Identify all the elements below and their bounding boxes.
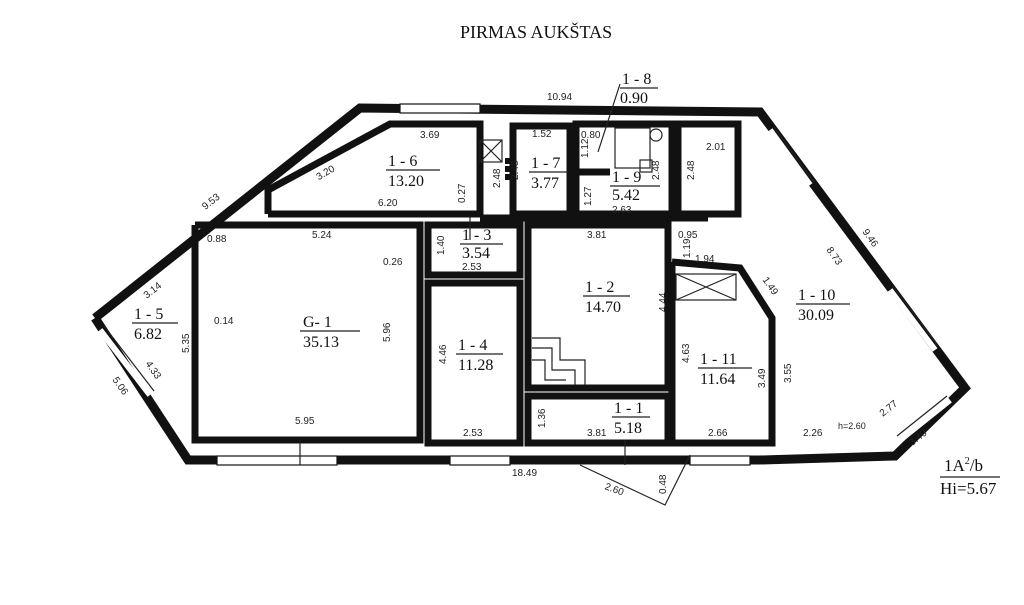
svg-text:5.06: 5.06: [110, 375, 130, 398]
svg-text:14.70: 14.70: [585, 299, 621, 316]
svg-text:2.60: 2.60: [603, 482, 625, 499]
svg-text:1 - 10: 1 - 10: [798, 287, 835, 304]
svg-text:11.28: 11.28: [458, 357, 493, 374]
svg-text:3.54: 3.54: [462, 245, 490, 262]
svg-text:2.48: 2.48: [510, 160, 521, 180]
room-1-2: 1 - 2 14.70: [583, 279, 630, 316]
svg-text:G- 1: G- 1: [303, 314, 332, 331]
windows: [97, 103, 952, 466]
room-1-9: 1 - 9 5.42: [610, 169, 660, 204]
svg-text:2.77: 2.77: [878, 398, 900, 419]
room-1-10: 1 - 10 30.09: [796, 287, 850, 324]
room-1-6: 1 - 6 13.20: [386, 153, 440, 190]
svg-text:1.52: 1.52: [532, 129, 552, 140]
room-1-7: 1 - 7 3.77: [529, 155, 568, 192]
svg-text:3.55: 3.55: [783, 363, 794, 383]
class-sup: 2: [965, 456, 970, 467]
plan-title: PIRMAS AUKŠTAS: [460, 21, 612, 42]
svg-text:13.20: 13.20: [388, 173, 424, 190]
svg-text:0.26: 0.26: [383, 257, 403, 268]
svg-text:10.94: 10.94: [547, 92, 572, 103]
svg-text:1 - 7: 1 - 7: [531, 155, 560, 172]
svg-text:0.27: 0.27: [457, 183, 468, 203]
svg-text:1.49: 1.49: [760, 275, 780, 298]
svg-text:5.42: 5.42: [612, 187, 640, 204]
fixtures: [299, 83, 737, 506]
room-1-1: 1 - 1 5.18: [612, 400, 650, 437]
svg-text:6.82: 6.82: [134, 326, 162, 343]
svg-text:2.63: 2.63: [612, 205, 632, 216]
svg-text:5.95: 5.95: [295, 416, 315, 427]
hi-value: Hi=5.67: [940, 479, 997, 498]
svg-text:1 - 11: 1 - 11: [700, 351, 737, 368]
room-1-4: 1 - 4 11.28: [456, 337, 503, 374]
room-1-11: 1 - 11 11.64: [698, 351, 752, 388]
svg-text:2.48: 2.48: [686, 160, 697, 180]
svg-text:2.26: 2.26: [803, 428, 823, 439]
room-1-8: 1 - 8 0.90: [620, 71, 658, 107]
svg-text:4.63: 4.63: [681, 343, 692, 363]
svg-text:2.48: 2.48: [651, 160, 662, 180]
room-1-5: 1 - 5 6.82: [132, 306, 178, 343]
svg-text:9.53: 9.53: [200, 192, 222, 213]
svg-text:2.48: 2.48: [492, 168, 503, 188]
svg-text:1 - 8: 1 - 8: [622, 71, 651, 88]
svg-text:1.27: 1.27: [583, 186, 594, 206]
svg-text:1 - 2: 1 - 2: [585, 279, 614, 296]
svg-text:1A2/b: 1A2/b: [944, 456, 983, 475]
svg-text:18.49: 18.49: [512, 468, 537, 479]
svg-text:5.96: 5.96: [382, 322, 393, 342]
svg-text:0.90: 0.90: [620, 90, 648, 107]
svg-text:1 - 6: 1 - 6: [388, 153, 417, 170]
svg-text:1 - 5: 1 - 5: [134, 306, 163, 323]
svg-text:1 - 3: 1 - 3: [462, 227, 491, 244]
svg-text:35.13: 35.13: [303, 334, 339, 351]
svg-text:1.94: 1.94: [695, 254, 715, 265]
svg-text:4.46: 4.46: [438, 344, 449, 364]
svg-text:1 - 1: 1 - 1: [614, 400, 643, 417]
svg-text:3.81: 3.81: [587, 428, 607, 439]
svg-text:8.73: 8.73: [824, 245, 844, 268]
svg-text:1 - 9: 1 - 9: [612, 169, 641, 186]
svg-text:2.53: 2.53: [462, 262, 482, 273]
svg-text:6.20: 6.20: [378, 198, 398, 209]
interior-walls: [191, 120, 776, 447]
svg-text:5.18: 5.18: [614, 420, 642, 437]
room-labels: G- 1 35.13 1 - 1 5.18 1 - 2 14.70 1 - 3 …: [132, 71, 850, 437]
class-main: 1A: [944, 456, 966, 475]
svg-text:2.01: 2.01: [706, 142, 726, 153]
svg-text:5.35: 5.35: [181, 333, 192, 353]
class-suffix: /b: [970, 456, 983, 475]
svg-text:11.64: 11.64: [700, 371, 735, 388]
svg-text:0.80: 0.80: [581, 130, 601, 141]
svg-text:1 - 4: 1 - 4: [458, 337, 487, 354]
svg-text:3.69: 3.69: [420, 130, 440, 141]
svg-text:0.95: 0.95: [678, 230, 698, 241]
svg-text:0.88: 0.88: [207, 234, 227, 245]
svg-text:2.53: 2.53: [463, 428, 483, 439]
svg-text:1.40: 1.40: [436, 235, 447, 255]
svg-text:3.77: 3.77: [531, 175, 559, 192]
room-1-3: 1 - 3 3.54: [460, 227, 503, 262]
svg-text:0.48: 0.48: [658, 474, 669, 494]
svg-text:2.66: 2.66: [708, 428, 728, 439]
svg-text:1.36: 1.36: [537, 408, 548, 428]
svg-text:3.81: 3.81: [587, 230, 607, 241]
svg-text:4.33: 4.33: [143, 359, 163, 382]
building-class-legend: 1A2/b Hi=5.67: [940, 456, 1000, 498]
svg-text:h=2.60: h=2.60: [838, 421, 866, 431]
svg-text:5.24: 5.24: [312, 230, 332, 241]
svg-text:0.14: 0.14: [214, 316, 234, 327]
room-g1: G- 1 35.13: [300, 314, 360, 351]
svg-text:4.44: 4.44: [658, 292, 669, 312]
svg-text:3.49: 3.49: [757, 368, 768, 388]
svg-text:30.09: 30.09: [798, 307, 834, 324]
svg-text:1.19: 1.19: [682, 238, 693, 258]
svg-text:1.12: 1.12: [580, 138, 591, 158]
